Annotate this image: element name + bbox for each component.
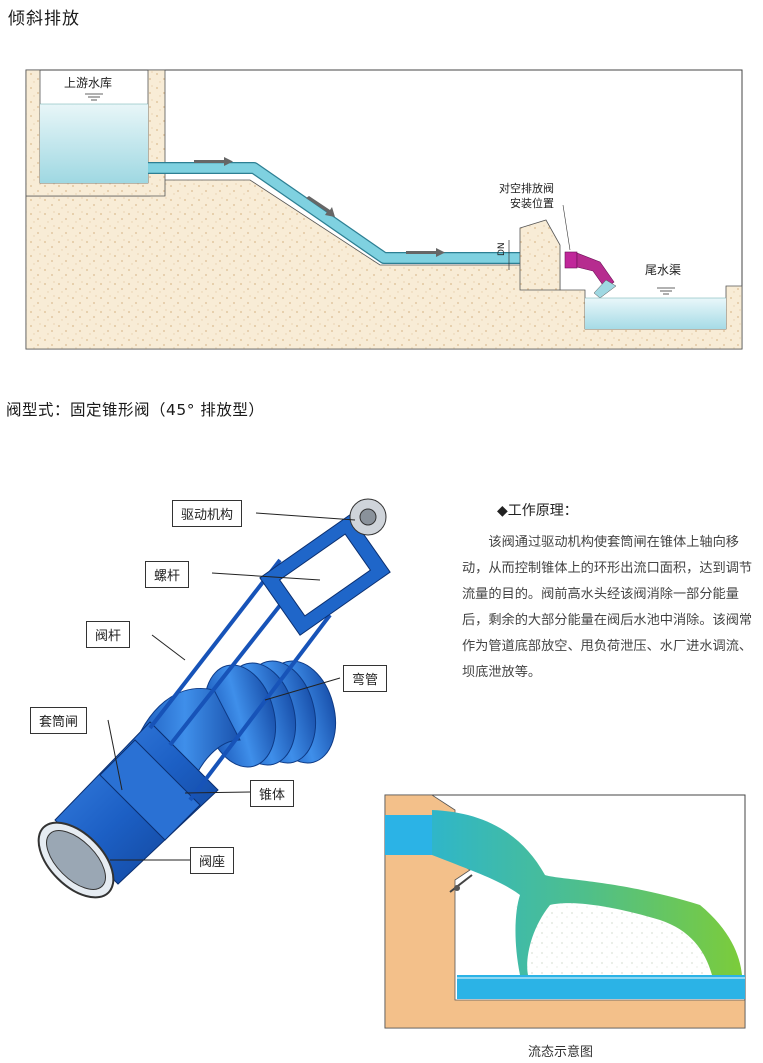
flow-arrows <box>194 157 445 257</box>
valve-chamber <box>519 219 561 291</box>
valve-label-1: 对空排放阀 <box>499 181 554 195</box>
elbow-pipe <box>129 660 336 791</box>
pipeline <box>148 163 560 263</box>
callout-screw: 螺杆 <box>145 561 190 588</box>
callout-cone: 锥体 <box>250 780 295 807</box>
upstream-reservoir <box>40 104 148 183</box>
callout-drive: 驱动机构 <box>172 500 243 527</box>
water-level-mark <box>85 93 103 101</box>
callout-lines <box>107 512 356 861</box>
principle-text: 该阀通过驱动机构使套筒闸在锥体上轴向移动，从而控制锥体上的环形出流口面积，达到调… <box>462 535 753 680</box>
callout-seat: 阀座 <box>190 847 235 874</box>
upstream-label: 上游水库 <box>64 75 112 90</box>
callout-sleeve: 套筒闸 <box>30 707 88 734</box>
principle-title: ◆工作原理： <box>497 503 578 519</box>
section-title-inclined-discharge: 倾斜排放 <box>8 9 80 29</box>
tail-level-mark <box>657 287 675 295</box>
discharge-jet <box>432 810 742 975</box>
tailwater-label: 尾水渠 <box>645 263 681 277</box>
valve-label-2: 安装位置 <box>510 196 554 210</box>
flow-caption: 流态示意图 <box>528 1045 594 1060</box>
drive-frame <box>259 498 391 636</box>
valve-body <box>37 721 219 899</box>
ground <box>25 179 743 350</box>
section-title-valve-type: 阀型式：固定锥形阀（45° 排放型） <box>6 401 265 419</box>
inclined-discharge-diagram: 上游水库 对空排放阀 安装位置 尾水渠 DN <box>25 69 743 350</box>
tailwater-channel <box>585 298 726 329</box>
valve-stems <box>148 558 332 802</box>
pipe-dn-label: DN <box>497 242 507 256</box>
callout-elbow: 弯管 <box>343 665 388 692</box>
callout-stem: 阀杆 <box>86 621 131 648</box>
